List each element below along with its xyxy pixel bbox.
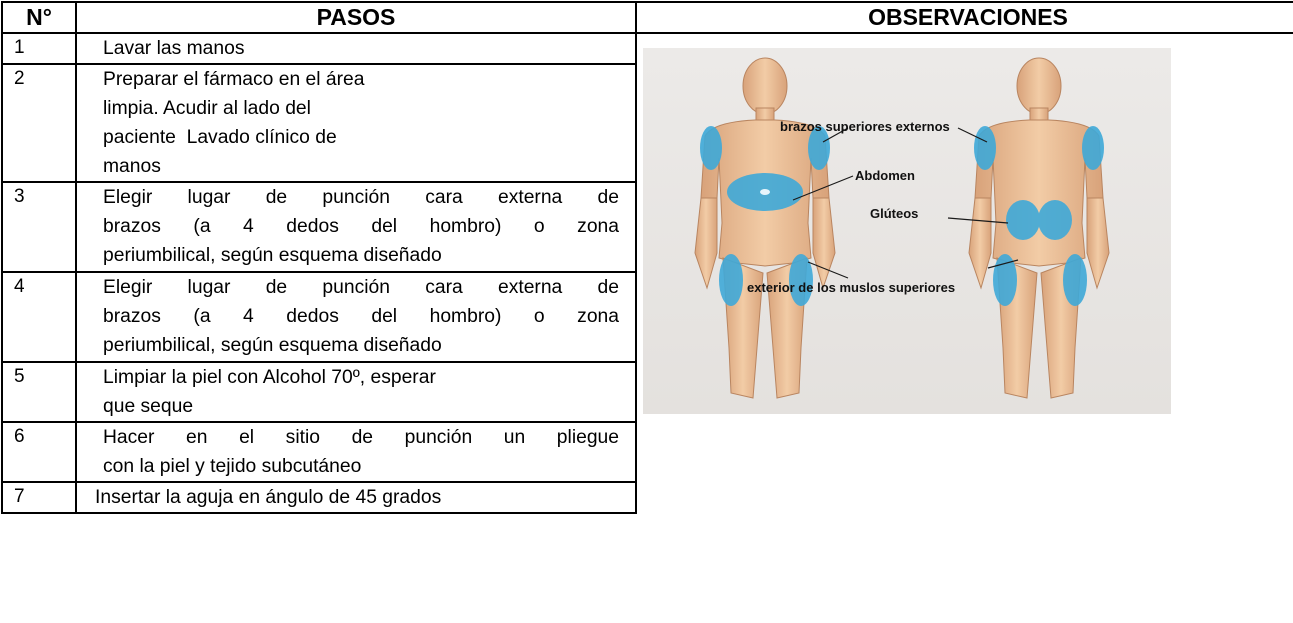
- step-line: Lavar las manos: [103, 38, 245, 59]
- left-glute-site: [1006, 200, 1040, 240]
- step-line: con la piel y tejido subcutáneo: [103, 456, 362, 477]
- step-text: Elegir lugar de punción cara externa de …: [75, 181, 637, 273]
- front-right-arm-site: [808, 126, 830, 170]
- step-line: Elegir lugar de punción cara externa de: [103, 277, 619, 298]
- table-row: 6 Hacer en el sitio de punción un pliegu…: [1, 421, 1293, 483]
- step-number: 3: [1, 181, 77, 273]
- step-line: periumbilical, según esquema diseñado: [103, 245, 442, 266]
- label-glutes: Glúteos: [870, 206, 919, 221]
- step-line: Elegir lugar de punción cara externa de: [103, 187, 619, 208]
- step-line: brazos (a 4 dedos del hombro) o zona: [103, 306, 619, 327]
- header-steps: PASOS: [75, 1, 637, 34]
- label-leader-lines: [792, 127, 1019, 279]
- header-number: N°: [1, 1, 77, 34]
- right-glute-site: [1038, 200, 1072, 240]
- step-number: 7: [1, 481, 77, 514]
- label-abdomen: Abdomen: [855, 168, 915, 183]
- front-left-arm-site: [700, 126, 722, 170]
- step-line: manos: [103, 156, 161, 177]
- step-line: Hacer en el sitio de punción un pliegue: [103, 427, 619, 448]
- back-injection-sites: [974, 126, 1104, 306]
- table-row: 4 Elegir lugar de punción cara externa d…: [1, 271, 1293, 363]
- step-line: Preparar el fármaco en el área: [103, 69, 365, 90]
- step-text: Lavar las manos: [75, 32, 637, 65]
- step-line: brazos (a 4 dedos del hombro) o zona: [103, 216, 619, 237]
- label-arms: brazos superiores externos: [780, 119, 950, 134]
- back-right-thigh-site: [1063, 254, 1087, 306]
- step-line: paciente Lavado clínico de: [103, 127, 337, 148]
- step-line: periumbilical, según esquema diseñado: [103, 335, 442, 356]
- step-line: limpia. Acudir al lado del: [103, 98, 311, 119]
- front-body: [694, 57, 836, 399]
- table-row: 2 Preparar el fármaco en el área limpia.…: [1, 63, 1293, 183]
- back-left-thigh-site: [993, 254, 1017, 306]
- step-line: Limpiar la piel con Alcohol 70º, esperar: [103, 367, 436, 388]
- injection-sites-figure: brazos superiores externos Abdomen Glúte…: [643, 48, 1171, 414]
- observations-blank-area: [1172, 49, 1293, 414]
- table-row: 5 Limpiar la piel con Alcohol 70º, esper…: [1, 361, 1293, 423]
- back-left-arm-site: [974, 126, 996, 170]
- table-header-row: N° PASOS OBSERVACIONES: [1, 1, 1293, 34]
- step-number: 5: [1, 361, 77, 423]
- back-body: [968, 57, 1110, 399]
- table-row: 7 Insertar la aguja en ángulo de 45 grad…: [1, 481, 1293, 514]
- step-line: Insertar la aguja en ángulo de 45 grados: [95, 487, 442, 508]
- label-thighs: exterior de los muslos superiores: [747, 280, 956, 295]
- step-text: Limpiar la piel con Alcohol 70º, esperar…: [75, 361, 637, 423]
- step-text: Insertar la aguja en ángulo de 45 grados: [75, 481, 637, 514]
- step-text: Preparar el fármaco en el área limpia. A…: [75, 63, 637, 183]
- step-number: 1: [1, 32, 77, 65]
- step-number: 4: [1, 271, 77, 363]
- step-number: 2: [1, 63, 77, 183]
- front-left-thigh-site: [719, 254, 743, 306]
- back-right-arm-site: [1082, 126, 1104, 170]
- step-text: Elegir lugar de punción cara externa de …: [75, 271, 637, 363]
- table-row: 3 Elegir lugar de punción cara externa d…: [1, 181, 1293, 273]
- body-diagram: [694, 57, 1110, 399]
- header-observations: OBSERVACIONES: [635, 1, 1293, 34]
- front-right-thigh-site: [789, 254, 813, 306]
- step-text: Hacer en el sitio de punción un pliegue …: [75, 421, 637, 483]
- step-number: 6: [1, 421, 77, 483]
- step-line: que seque: [103, 396, 194, 417]
